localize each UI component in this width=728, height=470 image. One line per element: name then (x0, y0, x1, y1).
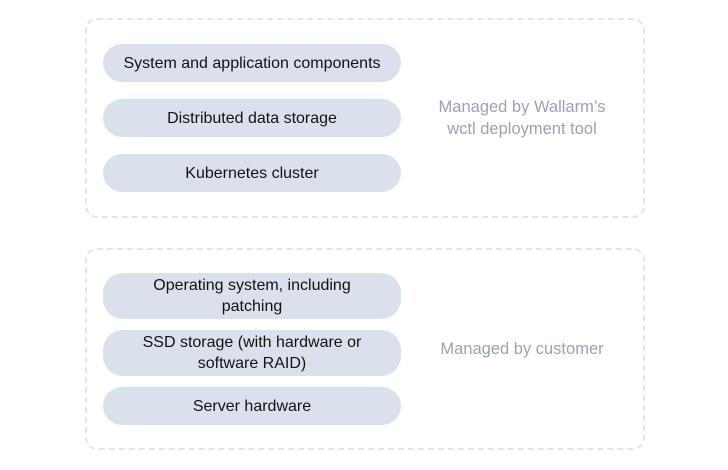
wallarm-managed-pill-list: System and application components Distri… (103, 44, 401, 192)
pill-label-line: SSD storage (with hardware or (142, 334, 362, 351)
pill-label: Server hardware (192, 397, 312, 415)
pill-label-line: Operating system, including (153, 277, 351, 294)
wallarm-managed-group: System and application components Distri… (85, 18, 645, 218)
pill-label: Kubernetes cluster (185, 164, 319, 182)
pill-ssd-storage: SSD storage (with hardware or software R… (103, 330, 401, 376)
customer-managed-pill-list: Operating system, including patching SSD… (103, 273, 401, 425)
customer-managed-group: Operating system, including patching SSD… (85, 248, 645, 450)
pill-label-line: patching (221, 298, 283, 315)
pill-operating-system: Operating system, including patching (103, 273, 401, 319)
pill-label: Distributed data storage (167, 109, 337, 127)
group-label-line: Managed by customer (440, 340, 604, 358)
pill-label-line: software RAID) (197, 355, 307, 372)
pill-system-and-application-components: System and application components (103, 44, 401, 82)
group-label-line: wctl deployment tool (447, 120, 597, 138)
wallarm-managed-label: Managed by Wallarm’s wctl deployment too… (401, 96, 643, 140)
pill-distributed-data-storage: Distributed data storage (103, 99, 401, 137)
pill-label: System and application components (123, 54, 381, 72)
customer-managed-label: Managed by customer (401, 338, 643, 360)
pill-server-hardware: Server hardware (103, 387, 401, 425)
pill-kubernetes-cluster: Kubernetes cluster (103, 154, 401, 192)
group-label-line: Managed by Wallarm’s (438, 98, 606, 116)
